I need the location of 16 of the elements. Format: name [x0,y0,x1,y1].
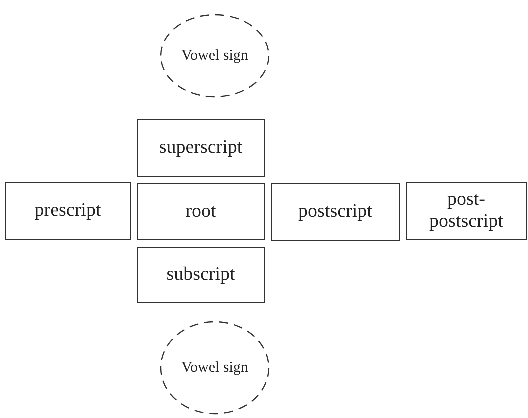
node-label: postscript [298,201,372,223]
node-label: Vowel sign [182,48,248,64]
node-label: prescript [34,200,102,222]
text-box [137,183,265,240]
node-label: Vowel sign [182,360,248,376]
node-label: subscript [166,264,236,286]
text-box [271,183,400,241]
text-box [137,119,265,177]
dashed-ellipse [160,14,270,98]
node-label: root [186,200,216,222]
node-label: superscript [159,137,243,159]
node-label: post-postscript [428,189,504,233]
text-box [406,182,527,240]
text-box [5,182,131,240]
dashed-ellipse [160,321,270,415]
text-box [137,247,265,303]
